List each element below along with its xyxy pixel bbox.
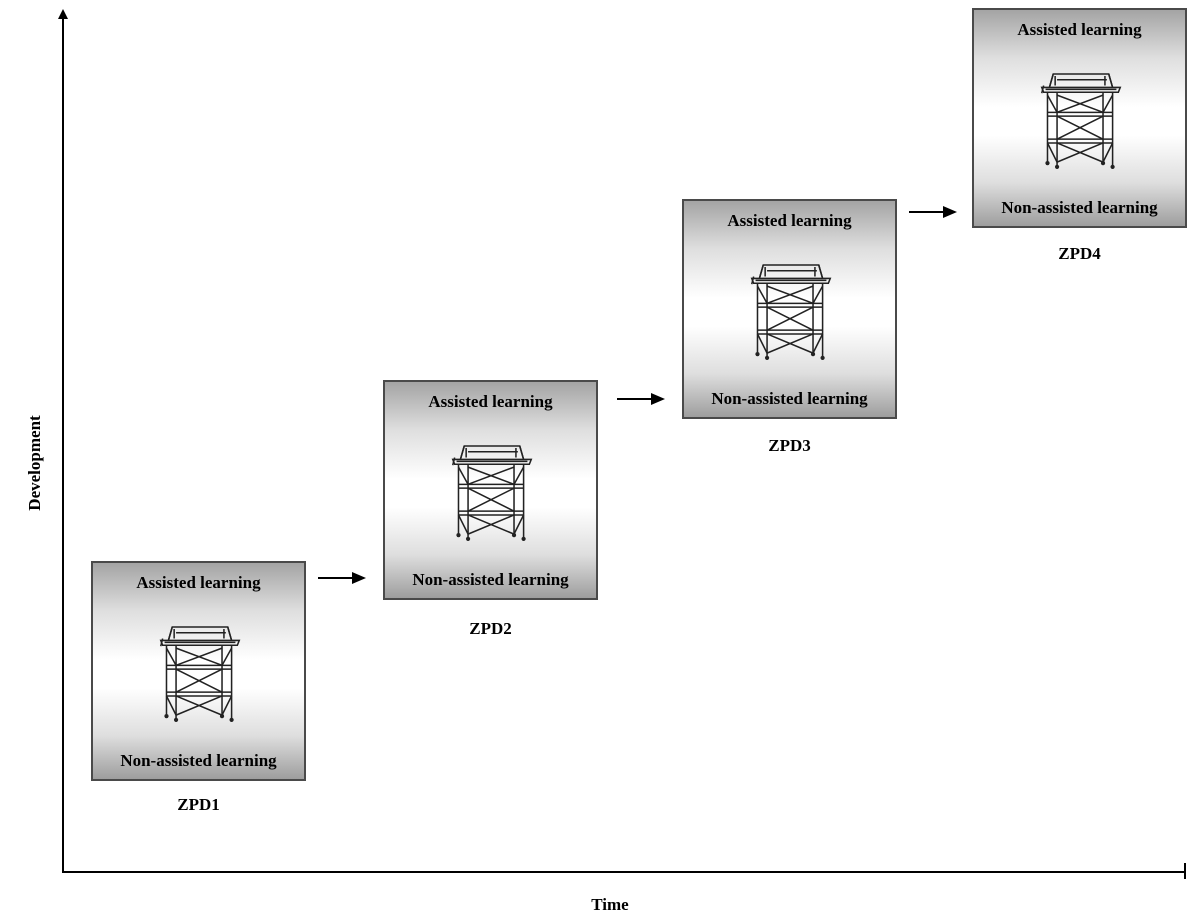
scaffolding-icon	[159, 626, 241, 723]
zpd3-label: ZPD3	[768, 436, 811, 455]
zpd3-non-assisted-learning: Non-assisted learning	[711, 389, 868, 408]
zpd2-non-assisted-learning: Non-assisted learning	[412, 570, 569, 589]
scaffolding-icon	[750, 264, 832, 361]
x-axis-label: Time	[591, 895, 629, 914]
zpd1-assisted-learning: Assisted learning	[136, 573, 261, 592]
zpd2-assisted-learning: Assisted learning	[428, 392, 553, 411]
zpd3-box: Assisted learning Non-assisted learning	[682, 199, 897, 419]
zpd3-assisted-learning: Assisted learning	[727, 211, 852, 230]
zpd4-box: Assisted learning Non-assisted learning	[972, 8, 1187, 228]
arrow-2-to-3	[617, 393, 665, 405]
arrow-1-to-2	[318, 572, 366, 584]
zpd4-non-assisted-learning: Non-assisted learning	[1001, 198, 1158, 217]
zpd4-label: ZPD4	[1058, 244, 1101, 263]
arrow-3-to-4	[909, 206, 957, 218]
scaffolding-icon	[1040, 73, 1122, 170]
zpd1-box: Assisted learning Non-assisted learning	[91, 561, 306, 781]
y-axis-label: Development	[25, 415, 44, 511]
zpd4-assisted-learning: Assisted learning	[1017, 20, 1142, 39]
scaffolding-icon	[451, 445, 533, 542]
zpd1-label: ZPD1	[177, 795, 220, 814]
zpd1-non-assisted-learning: Non-assisted learning	[120, 751, 277, 770]
zpd2-label: ZPD2	[469, 619, 512, 638]
zpd2-box: Assisted learning Non-assisted learning	[383, 380, 598, 600]
